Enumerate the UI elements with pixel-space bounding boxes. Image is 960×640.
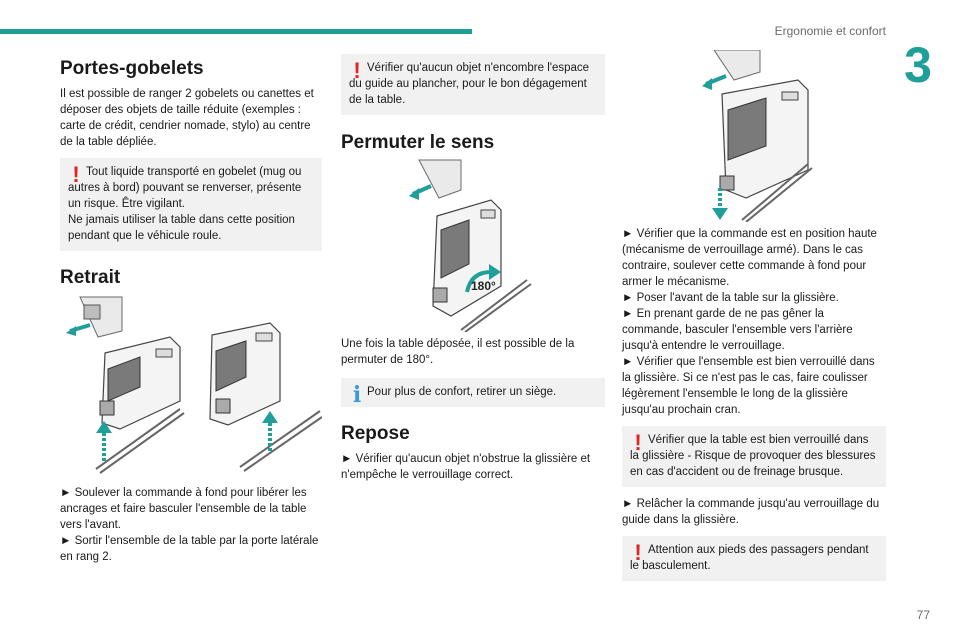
section-title-retrait: Retrait: [60, 267, 121, 288]
section-title-portes-gobelets: Portes-gobelets: [60, 58, 204, 79]
warning-text: Vérifier qu'aucun objet n'encombre l'esp…: [349, 62, 590, 106]
column-2: ! Vérifier qu'aucun objet n'encombre l'e…: [341, 54, 605, 483]
warning-text: Attention aux pieds des passagers pendan…: [630, 544, 869, 572]
retrait-step-1: ► Soulever la commande à fond pour libér…: [60, 487, 307, 531]
permuter-illustration: 180°: [409, 159, 532, 332]
page-number: 77: [916, 608, 930, 622]
repose-text: ► Vérifier qu'aucun objet n'obstrue la g…: [341, 453, 591, 481]
chapter-number: 3: [904, 37, 932, 93]
warning-text: Tout liquide transporté en gobelet (mug …: [68, 166, 302, 210]
warning-text-2: Ne jamais utiliser la table dans cette p…: [68, 214, 295, 242]
repose-step-3: ► En prenant garde de ne pas gêner la co…: [622, 308, 853, 352]
warning-box: ! Vérifier que la table est bien verroui…: [622, 426, 886, 487]
section-title-repose: Repose: [341, 423, 410, 444]
warning-icon: !: [353, 58, 361, 83]
info-box: i Pour plus de confort, retirer un siège…: [341, 378, 605, 407]
warning-icon: !: [634, 430, 642, 455]
header-accent-bar: [0, 29, 472, 34]
repose-step-4: ► Vérifier que l'ensemble est bien verro…: [622, 356, 875, 416]
repose-illustration: [702, 50, 813, 222]
warning-box: ! Vérifier qu'aucun objet n'encombre l'e…: [341, 54, 605, 115]
repose-step-5: ► Relâcher la commande jusqu'au verrouil…: [622, 498, 880, 526]
repose-step-2: ► Poser l'avant de la table sur la gliss…: [622, 292, 839, 304]
permuter-text: Une fois la table déposée, il est possib…: [341, 338, 575, 366]
retrait-illustration: [66, 296, 322, 474]
retrait-step-2: ► Sortir l'ensemble de la table par la p…: [60, 535, 319, 563]
column-3: ► Vérifier que la commande est en positi…: [622, 50, 886, 581]
warning-icon: !: [634, 540, 642, 565]
rotation-label: 180°: [471, 279, 496, 293]
warning-box: ! Attention aux pieds des passagers pend…: [622, 536, 886, 581]
repose-step-1: ► Vérifier que la commande est en positi…: [622, 228, 877, 288]
info-icon: i: [352, 382, 362, 408]
warning-text: Vérifier que la table est bien verrouill…: [630, 434, 876, 478]
intro-text: Il est possible de ranger 2 gobelets ou …: [60, 88, 314, 148]
warning-box: ! Tout liquide transporté en gobelet (mu…: [60, 158, 322, 251]
section-title-permuter: Permuter le sens: [341, 132, 495, 153]
chapter-title: Ergonomie et confort: [774, 24, 886, 38]
warning-icon: !: [72, 162, 80, 187]
column-1: Portes-gobelets Il est possible de range…: [60, 54, 322, 565]
info-text: Pour plus de confort, retirer un siège.: [367, 386, 557, 398]
